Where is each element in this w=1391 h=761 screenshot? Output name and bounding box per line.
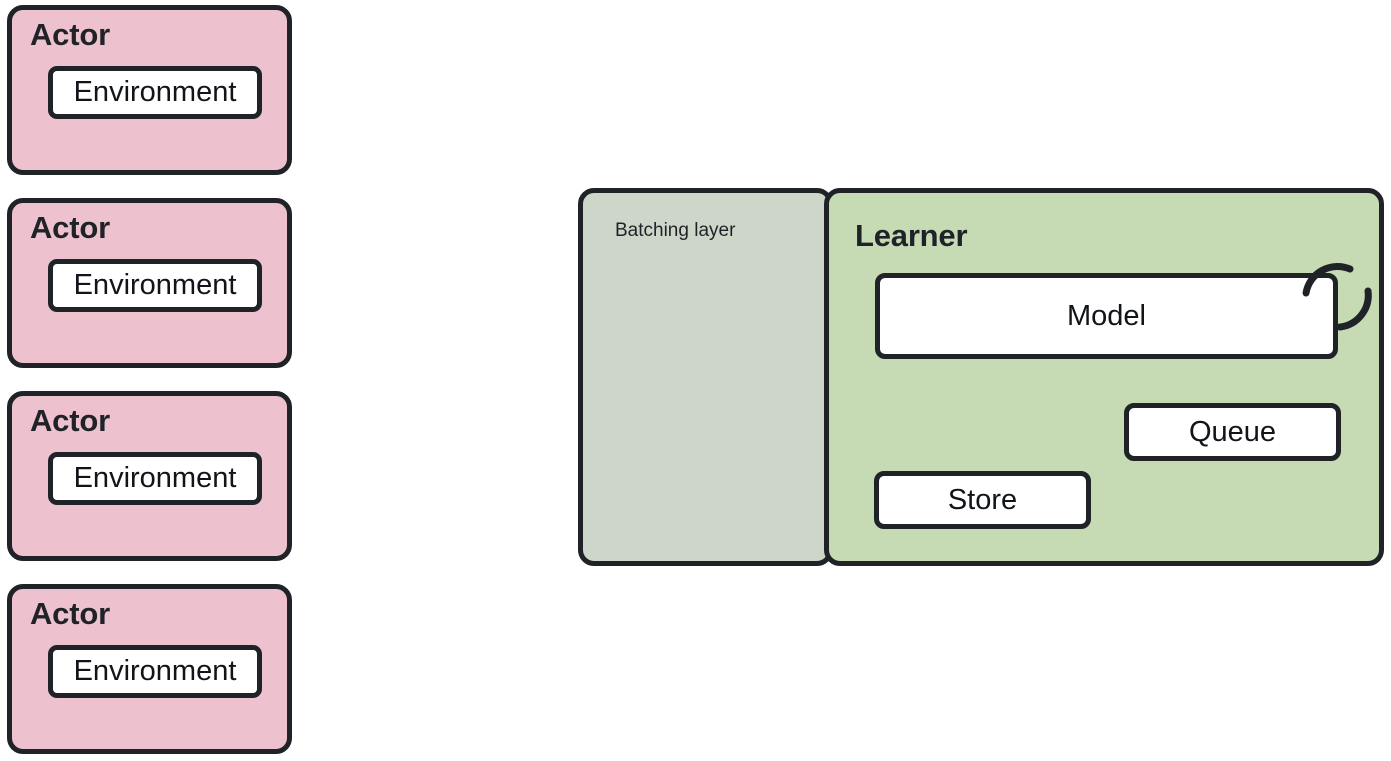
environment-label-2: Environment [73, 269, 237, 301]
environment-node-4[interactable]: Environment [48, 645, 262, 698]
learner-block[interactable]: Learner Model Queue Store [824, 188, 1384, 566]
actor-block-3[interactable]: Actor Environment [7, 391, 292, 561]
actor-block-2[interactable]: Actor Environment [7, 198, 292, 368]
actor-title-1: Actor [30, 17, 110, 52]
actor-block-1[interactable]: Actor Environment [7, 5, 292, 175]
model-label: Model [1067, 299, 1146, 332]
environment-label-4: Environment [73, 655, 237, 687]
batching-layer-title: Batching layer [615, 220, 736, 241]
environment-node-1[interactable]: Environment [48, 66, 262, 119]
learner-title: Learner [855, 218, 968, 253]
environment-node-2[interactable]: Environment [48, 259, 262, 312]
queue-label: Queue [1188, 415, 1277, 448]
environment-label-1: Environment [73, 76, 237, 108]
actor-block-4[interactable]: Actor Environment [7, 584, 292, 754]
model-node[interactable]: Model [875, 273, 1338, 359]
actor-title-4: Actor [30, 596, 110, 631]
store-label: Store [947, 483, 1018, 516]
queue-node[interactable]: Queue [1124, 403, 1341, 461]
environment-label-3: Environment [73, 462, 237, 494]
actor-title-3: Actor [30, 403, 110, 438]
environment-node-3[interactable]: Environment [48, 452, 262, 505]
actor-title-2: Actor [30, 210, 110, 245]
store-node[interactable]: Store [874, 471, 1091, 529]
batching-layer-block[interactable]: Batching layer [578, 188, 833, 566]
